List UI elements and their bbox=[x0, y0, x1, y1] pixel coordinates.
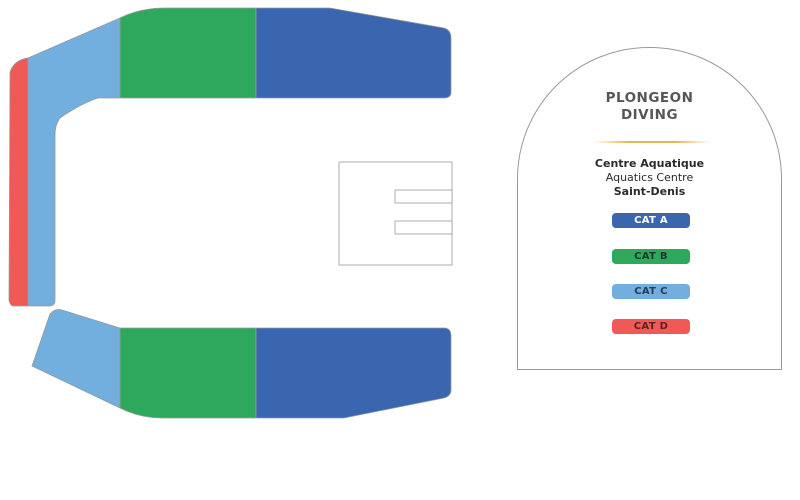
event-subtitle: DIVING bbox=[620, 107, 679, 123]
venue-city: Saint-Denis bbox=[613, 185, 686, 198]
section-cat-c-top[interactable] bbox=[27, 17, 121, 307]
diving-board-upper bbox=[394, 189, 453, 204]
section-cat-b-bottom[interactable] bbox=[119, 327, 257, 419]
event-title: PLONGEON bbox=[605, 90, 694, 106]
legend-cat-d[interactable]: CAT D bbox=[612, 319, 690, 334]
legend-card: PLONGEON DIVING Centre Aquatique Aquatic… bbox=[517, 47, 782, 370]
bottom-stand bbox=[31, 309, 452, 419]
venue-name-fr: Centre Aquatique bbox=[594, 157, 705, 170]
pool-outline bbox=[338, 161, 453, 266]
section-cat-a-bottom[interactable] bbox=[255, 327, 452, 419]
legend-cat-c[interactable]: CAT C bbox=[612, 284, 690, 299]
section-cat-d-left[interactable] bbox=[8, 57, 29, 307]
diving-pool bbox=[338, 161, 453, 266]
section-cat-b-top[interactable] bbox=[119, 7, 257, 99]
venue-info: Centre Aquatique Aquatics Centre Saint-D… bbox=[518, 157, 781, 199]
divider-line bbox=[593, 141, 711, 143]
legend-cat-a[interactable]: CAT A bbox=[612, 213, 690, 228]
top-stand bbox=[8, 7, 452, 307]
section-cat-c-bottom[interactable] bbox=[31, 309, 121, 409]
section-cat-a-top[interactable] bbox=[255, 7, 452, 99]
diving-board-lower bbox=[394, 220, 453, 235]
venue-name-en: Aquatics Centre bbox=[605, 171, 694, 184]
legend-cat-b[interactable]: CAT B bbox=[612, 249, 690, 264]
